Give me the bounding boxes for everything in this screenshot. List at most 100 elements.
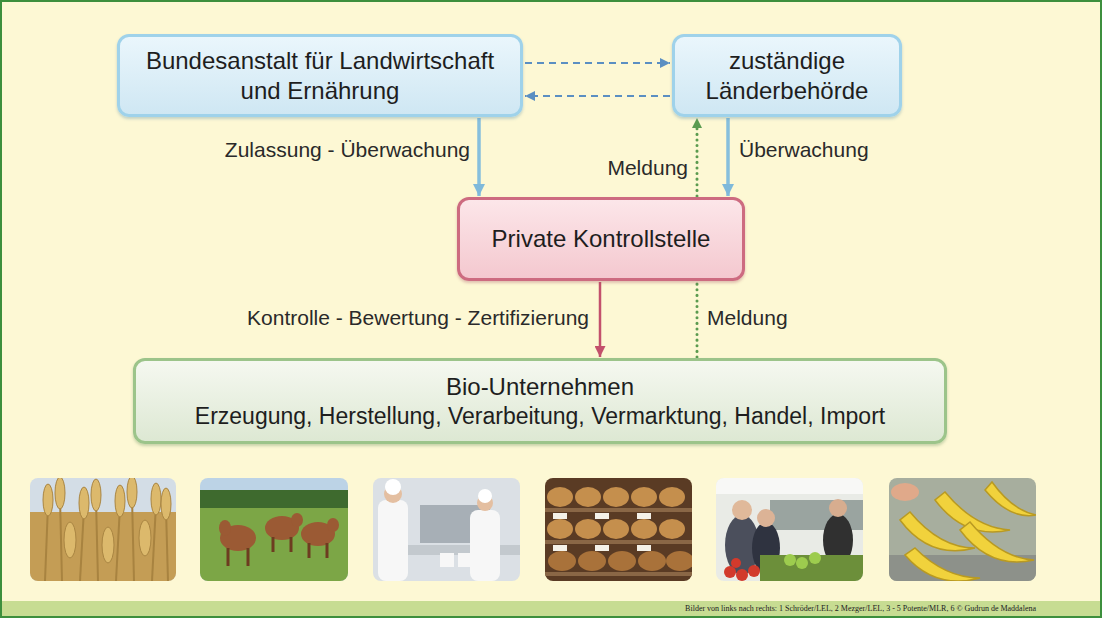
control-box-text: Private Kontrollstelle	[492, 224, 711, 253]
bread-photo-part-part	[637, 513, 651, 519]
bread-photo-part-part	[545, 540, 692, 544]
wheat-photo-part-part	[60, 498, 62, 581]
dairy-photo-part-part	[378, 500, 408, 581]
wheat-photo	[30, 478, 176, 581]
dairy-photo-part	[385, 479, 401, 495]
dairy-photo-part-part	[470, 510, 500, 581]
bread-photo-part	[553, 513, 651, 551]
bread-photo-part-part	[595, 545, 609, 551]
wheat-photo-part-part	[64, 522, 76, 558]
wheat-photo-part-part	[151, 483, 161, 515]
cows-photo-part-part	[327, 518, 339, 532]
wheat-photo-part	[30, 478, 176, 581]
bread-photo-part-part	[547, 519, 573, 539]
market-photo-part	[724, 558, 760, 581]
bread-photo-part-part	[595, 513, 609, 519]
wheat-photo-part-part	[43, 484, 53, 516]
bread-photo-part-part	[553, 513, 567, 519]
green-connector	[696, 118, 699, 196]
cows-photo-part-part	[247, 548, 250, 566]
authority-box-text: zuständige Länderbehörde	[689, 46, 885, 105]
banana-photo-part	[900, 482, 1036, 581]
cows-photo	[200, 478, 348, 581]
wheat-photo-part-part	[161, 488, 171, 520]
bread-photo-part-part	[603, 519, 629, 539]
banana-photo-part-part	[985, 482, 1036, 516]
authority-box-text: Bundesanstalt für Landwirtschaft und Ern…	[134, 46, 506, 105]
bread-photo-part-part	[659, 519, 685, 539]
cows-photo-part	[219, 513, 339, 551]
bread-photo-part-part	[631, 487, 657, 507]
wheat-photo-part-part	[55, 478, 65, 509]
market-photo-part-part	[736, 569, 748, 581]
wheat-photo-part-part	[132, 497, 134, 581]
authority-box: Bundesanstalt für Landwirtschaft und Ern…	[117, 34, 523, 117]
cows-photo-part-part	[272, 537, 275, 552]
wheat-photo-part-part	[102, 527, 114, 563]
red-connector	[599, 282, 602, 357]
photo-credit: Bilder von links nach rechts: 1 Schröder…	[685, 605, 1036, 614]
cows-photo-part	[200, 508, 348, 581]
bread-photo-part-part	[638, 551, 666, 571]
company-activities-text: Erzeugung, Herstellung, Verarbeitung, Ve…	[195, 402, 885, 430]
market-photo-part-part	[796, 557, 808, 569]
company-heading-text: Bio-Unternehmen	[446, 372, 634, 401]
wheat-photo-part-part	[127, 478, 137, 508]
bread-photo-part-part	[575, 519, 601, 539]
cows-photo-part-part	[326, 543, 329, 558]
bread-photo-part-part	[545, 572, 692, 576]
banana-photo	[889, 478, 1036, 581]
market-photo-part-part	[809, 552, 821, 564]
edge-label: Meldung	[705, 305, 790, 330]
market-photo-part-part	[731, 558, 741, 568]
blue-connector	[477, 118, 481, 196]
bread-photo-part-part	[547, 487, 573, 507]
control-box: Private Kontrollstelle	[457, 197, 745, 281]
bread-photo-part	[547, 487, 685, 539]
banana-photo-part	[889, 478, 1036, 581]
bread-photo-part-part	[631, 519, 657, 539]
market-photo	[716, 478, 863, 581]
wheat-photo-part	[45, 497, 168, 581]
authority-box: zuständige Länderbehörde	[672, 34, 902, 117]
cows-photo-part-part	[219, 520, 231, 536]
bread-photo-part-part	[548, 551, 576, 571]
cows-photo-part-part	[291, 513, 303, 527]
wheat-photo-part-part	[91, 479, 101, 511]
banana-photo-part-part	[905, 548, 980, 581]
edge-label: Überwachung	[737, 137, 871, 162]
edge-label: Meldung	[605, 155, 690, 180]
bread-photo-part-part	[666, 551, 692, 571]
banana-photo-part	[891, 483, 919, 501]
dairy-photo-part	[378, 500, 500, 581]
dairy-photo-part-part	[440, 553, 454, 567]
cows-photo-part-part	[308, 543, 311, 558]
bread-photo-part-part	[608, 551, 636, 571]
wheat-photo-part-part	[152, 504, 156, 581]
dairy-photo-part	[373, 478, 520, 581]
banana-photo-part-part	[960, 522, 1034, 562]
wheat-photo-part	[43, 478, 171, 563]
blue-connector	[726, 118, 730, 196]
footer-band	[0, 601, 1102, 618]
market-photo-part-part	[784, 554, 796, 566]
bread-photo-part-part	[575, 487, 601, 507]
company-heading: Bio-UnternehmenErzeugung, Herstellung, V…	[133, 358, 947, 444]
bread-photo-part-part	[659, 487, 685, 507]
green-connector	[696, 282, 699, 357]
market-photo-part	[732, 500, 752, 520]
wheat-photo-part-part	[79, 487, 89, 519]
bread-photo-part	[548, 551, 692, 571]
market-photo-part	[829, 499, 847, 517]
cows-photo-part	[228, 537, 327, 566]
bread-photo-part-part	[637, 545, 651, 551]
market-photo-part	[716, 478, 863, 581]
dairy-photo	[373, 478, 520, 581]
cows-photo-part	[200, 478, 348, 581]
dairy-photo-part-part	[458, 553, 472, 567]
edge-label: Kontrolle - Bewertung - Zertifizierung	[245, 305, 591, 330]
bread-photo-part-part	[578, 551, 606, 571]
market-photo-part-part	[724, 566, 736, 578]
bread-photo-part-part	[553, 545, 567, 551]
